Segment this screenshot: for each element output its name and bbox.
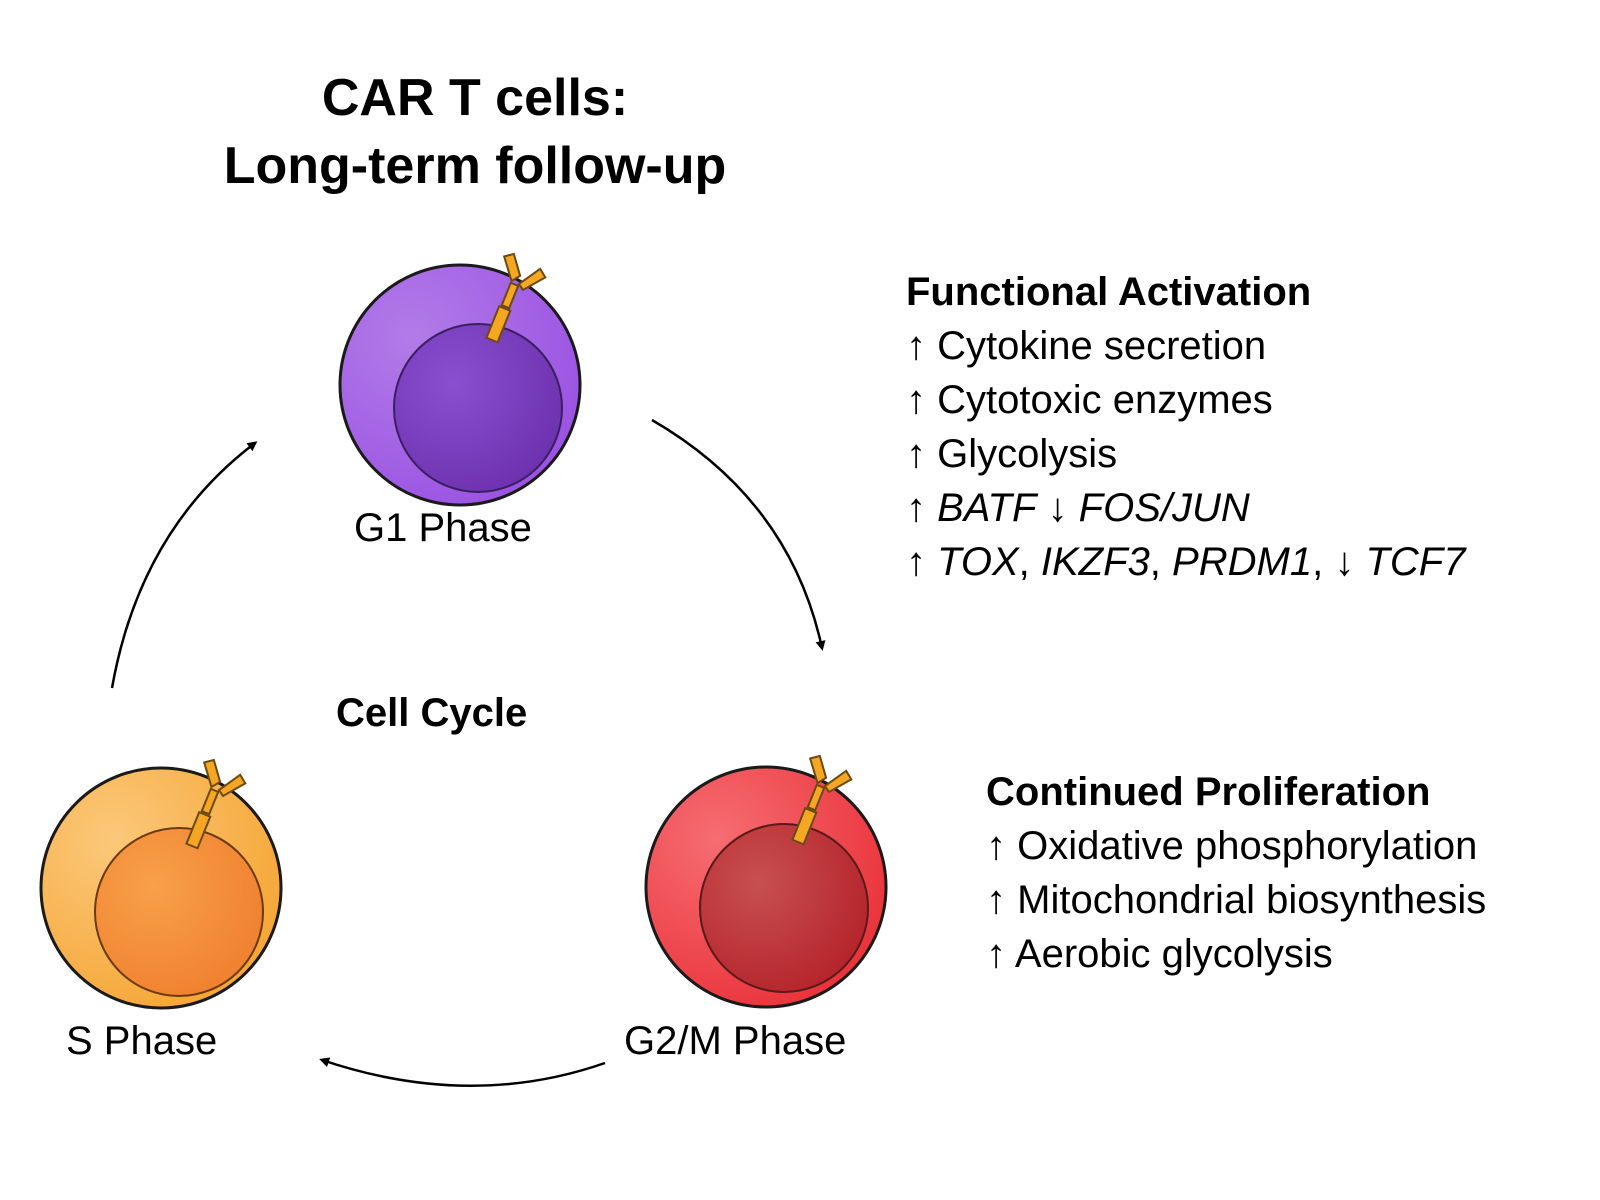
diagram-title-line-2: Long-term follow-up [223, 137, 727, 195]
list-item-text: Oxidative phosphorylation [1017, 824, 1478, 868]
up-arrow-icon: ↑ [906, 324, 926, 368]
gene-name: IKZF3 [1040, 540, 1150, 584]
list-item: ↑ Oxidative phosphorylation [986, 819, 1486, 873]
list-item-text: Aerobic glycolysis [1014, 932, 1333, 976]
list-item-text: Mitochondrial biosynthesis [1017, 878, 1487, 922]
g1-cell [338, 249, 582, 507]
separator: , [1149, 540, 1161, 584]
separator: , [1018, 540, 1030, 584]
up-arrow-icon: ↑ [906, 432, 926, 476]
arrow-g1-to-g2m [651, 418, 826, 651]
g2m-cell [644, 751, 888, 1009]
g2m-phase-label: G2/M Phase [624, 1019, 847, 1063]
list-item: ↑ Aerobic glycolysis [986, 927, 1486, 981]
arrow-g2m-to-s [319, 1057, 606, 1087]
separator: , [1312, 540, 1324, 584]
diagram-title-line-1: CAR T cells: [321, 69, 629, 127]
arrow-s-to-g1 [110, 441, 258, 689]
up-arrow-icon: ↑ [986, 932, 1006, 976]
gene-name: FOS/JUN [1078, 486, 1250, 530]
gene-name: TCF7 [1365, 540, 1466, 584]
up-arrow-icon: ↑ [906, 486, 926, 530]
list-item: ↑ Cytotoxic enzymes [906, 373, 1465, 427]
cell-cycle-label: Cell Cycle [336, 691, 528, 735]
list-item: ↑ Cytokine secretion [906, 319, 1465, 373]
gene-name: BATF [937, 486, 1037, 530]
g1-phase-label: G1 Phase [354, 506, 532, 550]
list-item: ↑ Mitochondrial biosynthesis [986, 873, 1486, 927]
list-item: ↑ TOX, IKZF3, PRDM1, ↓ TCF7 [906, 535, 1465, 589]
functional-activation-list: Functional Activation ↑ Cytokine secreti… [906, 265, 1465, 589]
s-cell [39, 755, 283, 1010]
down-arrow-icon: ↓ [1334, 540, 1355, 584]
continued-proliferation-list: Continued Proliferation ↑ Oxidative phos… [986, 765, 1486, 981]
up-arrow-icon: ↑ [906, 540, 926, 584]
list-item-text: Cytotoxic enzymes [937, 378, 1273, 422]
list-item: ↑ Glycolysis [906, 427, 1465, 481]
up-arrow-icon: ↑ [906, 378, 926, 422]
list-item-text: Cytokine secretion [937, 324, 1267, 368]
gene-name: TOX [937, 540, 1019, 584]
list-item-text: Glycolysis [937, 432, 1118, 476]
functional-activation-heading: Functional Activation [906, 270, 1312, 314]
list-item: ↑ BATF ↓ FOS/JUN [906, 481, 1465, 535]
down-arrow-icon: ↓ [1047, 486, 1068, 530]
gene-name: PRDM1 [1172, 540, 1313, 584]
up-arrow-icon: ↑ [986, 878, 1006, 922]
up-arrow-icon: ↑ [986, 824, 1006, 868]
s-phase-label: S Phase [66, 1019, 218, 1063]
continued-proliferation-heading: Continued Proliferation [986, 770, 1431, 814]
